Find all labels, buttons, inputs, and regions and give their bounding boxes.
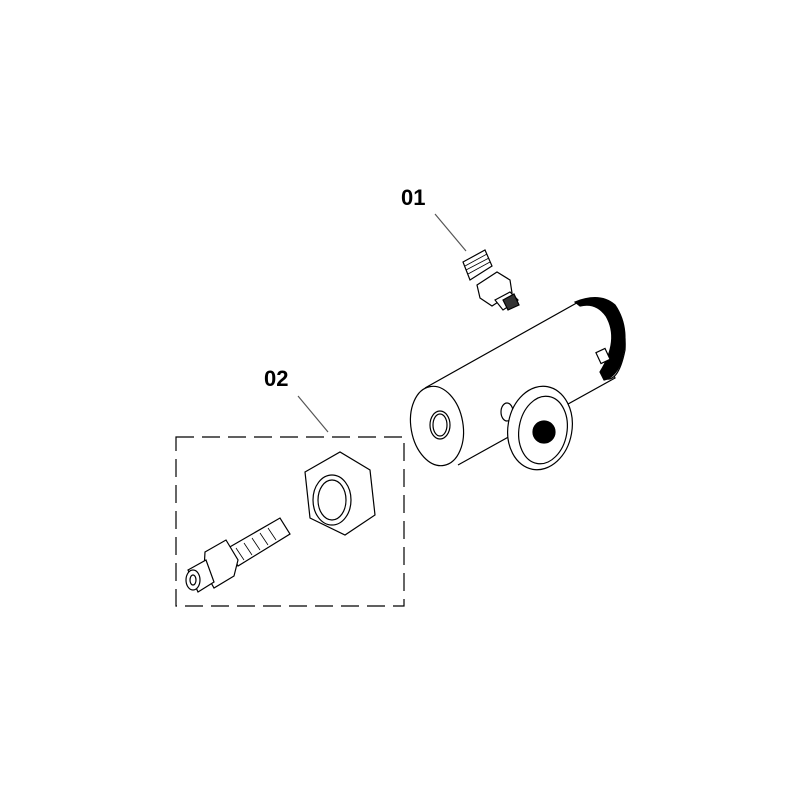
- callout-label-01: 01: [401, 185, 426, 210]
- hose-nipple: [185, 517, 291, 593]
- regulator-body: [409, 297, 626, 471]
- leader-line-01: [434, 213, 467, 252]
- fitting-part-01: [462, 249, 520, 311]
- kit-outline-02: [175, 436, 405, 607]
- hex-nut: [304, 451, 376, 536]
- callout-label-02: 02: [264, 366, 289, 391]
- leader-line-02: [297, 395, 329, 433]
